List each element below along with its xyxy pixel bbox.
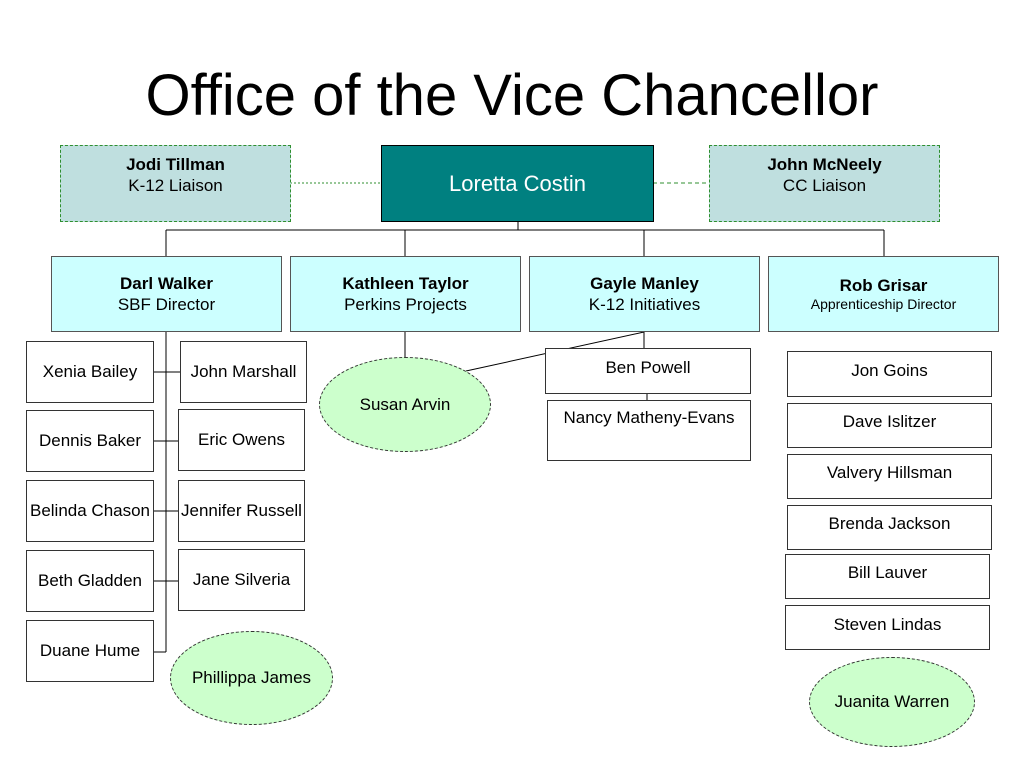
staff-node: Brenda Jackson: [787, 505, 992, 550]
staff-node: Dave Islitzer: [787, 403, 992, 448]
director-node: Kathleen Taylor Perkins Projects: [290, 256, 521, 332]
director-node: Gayle Manley K-12 Initiatives: [529, 256, 760, 332]
staff-name: Duane Hume: [39, 641, 141, 661]
staff-name: Jane Silveria: [192, 570, 291, 590]
staff-name: Nancy Matheny-Evans: [563, 408, 735, 427]
staff-node: Ben Powell: [545, 348, 751, 394]
staff-node: Beth Gladden: [26, 550, 154, 612]
liaison-right-role: CC Liaison: [782, 176, 867, 196]
staff-node: Jennifer Russell: [178, 480, 305, 542]
director-role: K-12 Initiatives: [588, 295, 701, 315]
staff-node: Valvery Hillsman: [787, 454, 992, 499]
oval-name: Juanita Warren: [834, 692, 950, 711]
staff-name: John Marshall: [190, 362, 297, 382]
staff-name: Dennis Baker: [38, 431, 142, 451]
staff-name: Steven Lindas: [833, 615, 942, 634]
staff-name: Xenia Bailey: [42, 362, 138, 382]
staff-node: Duane Hume: [26, 620, 154, 682]
director-node: Darl Walker SBF Director: [51, 256, 282, 332]
director-name: Gayle Manley: [590, 274, 699, 293]
director-name: Darl Walker: [120, 274, 213, 293]
staff-node: Jon Goins: [787, 351, 992, 397]
staff-node: Eric Owens: [178, 409, 305, 471]
staff-name: Dave Islitzer: [842, 412, 937, 431]
oval-name: Susan Arvin: [359, 394, 451, 414]
staff-name: Jon Goins: [851, 361, 928, 380]
vacancy-oval: Juanita Warren: [809, 657, 975, 747]
staff-name: Bill Lauver: [847, 563, 928, 582]
director-node: Rob Grisar Apprenticeship Director: [768, 256, 999, 332]
director-role: Apprenticeship Director: [810, 296, 957, 313]
staff-node: Steven Lindas: [785, 605, 990, 650]
root-node: Loretta Costin: [381, 145, 654, 222]
staff-node: Jane Silveria: [178, 549, 305, 611]
staff-name: Brenda Jackson: [828, 514, 951, 533]
liaison-left-node: Jodi Tillman K-12 Liaison: [60, 145, 291, 222]
staff-name: Eric Owens: [198, 430, 285, 450]
vacancy-oval: Susan Arvin: [319, 357, 491, 452]
staff-node: Belinda Chason: [26, 480, 154, 542]
staff-node: Nancy Matheny-Evans: [547, 400, 751, 461]
director-role: SBF Director: [117, 295, 216, 315]
oval-name: Phillippa James: [191, 668, 312, 687]
director-role: Perkins Projects: [344, 295, 467, 315]
staff-name: Belinda Chason: [29, 501, 151, 521]
liaison-right-node: John McNeely CC Liaison: [709, 145, 940, 222]
page-title: Office of the Vice Chancellor: [145, 63, 879, 128]
staff-name: Valvery Hillsman: [826, 463, 953, 482]
staff-node: Bill Lauver: [785, 554, 990, 599]
vacancy-oval: Phillippa James: [170, 631, 333, 725]
director-name: Rob Grisar: [839, 276, 928, 295]
director-name: Kathleen Taylor: [342, 274, 469, 293]
staff-node: Dennis Baker: [26, 410, 154, 472]
staff-name: Jennifer Russell: [181, 501, 302, 521]
liaison-left-role: K-12 Liaison: [128, 176, 223, 196]
staff-node: Xenia Bailey: [26, 341, 154, 403]
root-name: Loretta Costin: [449, 170, 586, 196]
staff-name: Beth Gladden: [38, 571, 142, 591]
liaison-right-name: John McNeely: [767, 155, 882, 174]
staff-node: John Marshall: [180, 341, 307, 403]
liaison-left-name: Jodi Tillman: [126, 155, 225, 174]
staff-name: Ben Powell: [605, 358, 691, 377]
